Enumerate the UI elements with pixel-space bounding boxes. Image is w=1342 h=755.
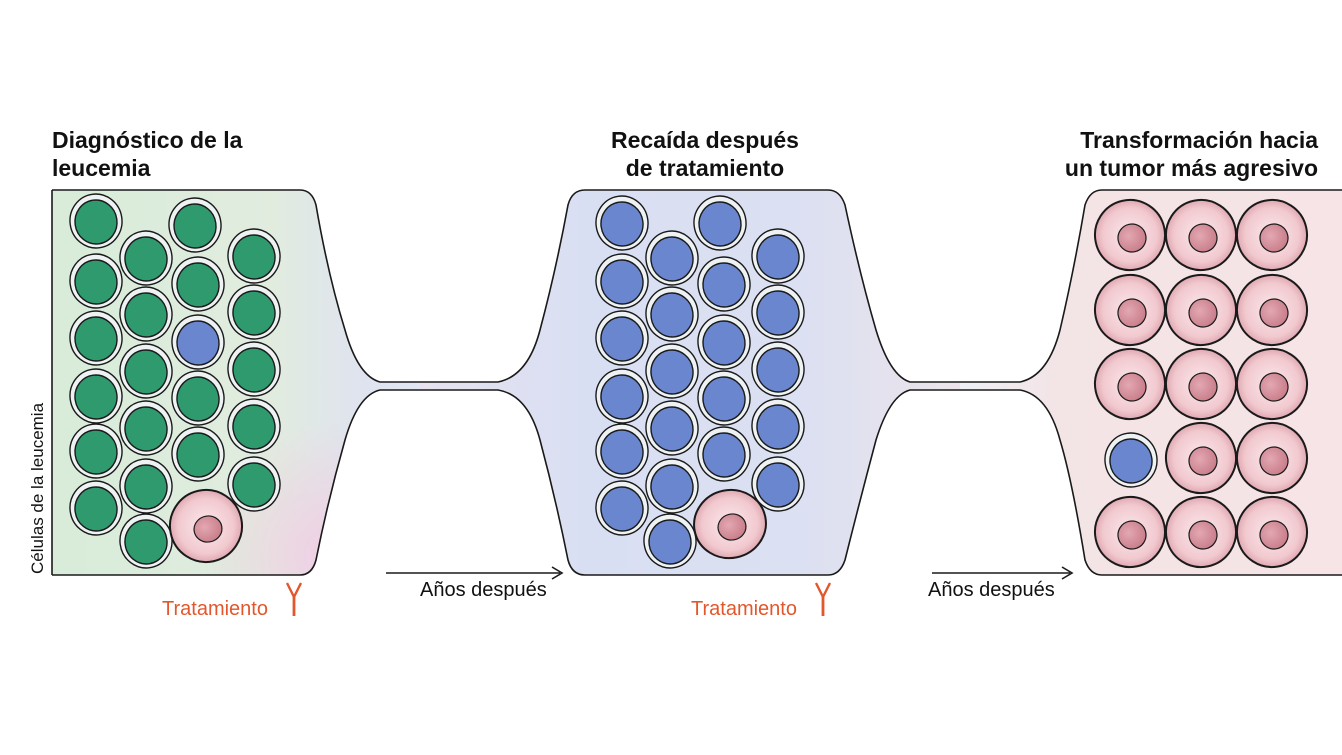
green-cell xyxy=(227,341,281,397)
pink-aggressive-cell xyxy=(1165,274,1237,346)
stage-diagnosis-cells xyxy=(69,193,281,569)
treatment-antibody-icon xyxy=(285,582,303,616)
blue-cell xyxy=(751,456,805,512)
treatment-label: Tratamiento xyxy=(691,598,797,620)
pink-aggressive-cell xyxy=(1236,496,1308,568)
green-cell xyxy=(227,284,281,340)
blue-cell xyxy=(645,400,699,456)
green-cell xyxy=(69,480,123,536)
stage-diagnosis-title: Diagnóstico de la leucemia xyxy=(52,127,243,181)
blue-cell xyxy=(751,398,805,454)
blue-cell xyxy=(595,195,649,251)
blue-cell xyxy=(645,230,699,286)
blue-cell xyxy=(595,253,649,309)
pink-aggressive-cell xyxy=(1236,199,1308,271)
blue-cell xyxy=(1104,432,1158,488)
blue-cell xyxy=(645,286,699,342)
green-cell xyxy=(69,193,123,249)
time-arrow-label: Años después xyxy=(928,579,1055,601)
treatment-label: Tratamiento xyxy=(162,598,268,620)
stage-transformation-cells xyxy=(1094,199,1308,568)
pink-aggressive-cell xyxy=(1165,199,1237,271)
stage-transformation-title: Transformación hacia un tumor más agresi… xyxy=(1064,127,1318,181)
pink-aggressive-cell xyxy=(1236,274,1308,346)
blue-cell xyxy=(693,195,747,251)
pink-aggressive-cell xyxy=(1094,496,1166,568)
y-axis-label: Células de la leucemia xyxy=(28,402,47,574)
green-cell xyxy=(171,370,225,426)
green-cell xyxy=(119,458,173,514)
stage-relapse-title: Recaída después de tratamiento xyxy=(611,127,799,181)
pink-aggressive-cell xyxy=(1094,199,1166,271)
blue-cell xyxy=(645,343,699,399)
blue-cell xyxy=(751,228,805,284)
green-cell xyxy=(227,228,281,284)
treatment-antibody-icon xyxy=(814,582,832,616)
green-cell xyxy=(69,253,123,309)
time-arrow-2 xyxy=(932,566,1074,580)
blue-cell xyxy=(171,314,225,370)
blue-cell xyxy=(751,284,805,340)
green-cell xyxy=(168,197,222,253)
green-cell xyxy=(119,343,173,399)
blue-cell xyxy=(595,423,649,479)
blue-cell xyxy=(595,480,649,536)
blue-cell xyxy=(697,370,751,426)
blue-cell xyxy=(595,310,649,366)
green-cell xyxy=(119,286,173,342)
pink-aggressive-cell xyxy=(1094,348,1166,420)
time-arrow-label: Años después xyxy=(420,579,547,601)
green-cell xyxy=(171,426,225,482)
blue-cell xyxy=(751,341,805,397)
pink-aggressive-cell xyxy=(1165,422,1237,494)
blue-cell xyxy=(645,458,699,514)
green-cell xyxy=(119,230,173,286)
pink-aggressive-cell xyxy=(1165,496,1237,568)
stage-relapse-cells xyxy=(595,195,805,569)
green-cell xyxy=(171,256,225,312)
pink-aggressive-cell xyxy=(1165,348,1237,420)
green-cell xyxy=(227,398,281,454)
pink-aggressive-cell xyxy=(693,488,767,560)
green-cell xyxy=(69,368,123,424)
blue-cell xyxy=(595,368,649,424)
pink-aggressive-cell xyxy=(1094,274,1166,346)
pink-aggressive-cell xyxy=(169,489,243,563)
green-cell xyxy=(69,310,123,366)
blue-cell xyxy=(697,256,751,312)
time-arrow-1 xyxy=(386,566,564,580)
green-cell xyxy=(227,456,281,512)
blue-cell xyxy=(697,314,751,370)
green-cell xyxy=(119,400,173,456)
pink-aggressive-cell xyxy=(1236,422,1308,494)
green-cell xyxy=(69,423,123,479)
pink-aggressive-cell xyxy=(1236,348,1308,420)
blue-cell xyxy=(697,426,751,482)
